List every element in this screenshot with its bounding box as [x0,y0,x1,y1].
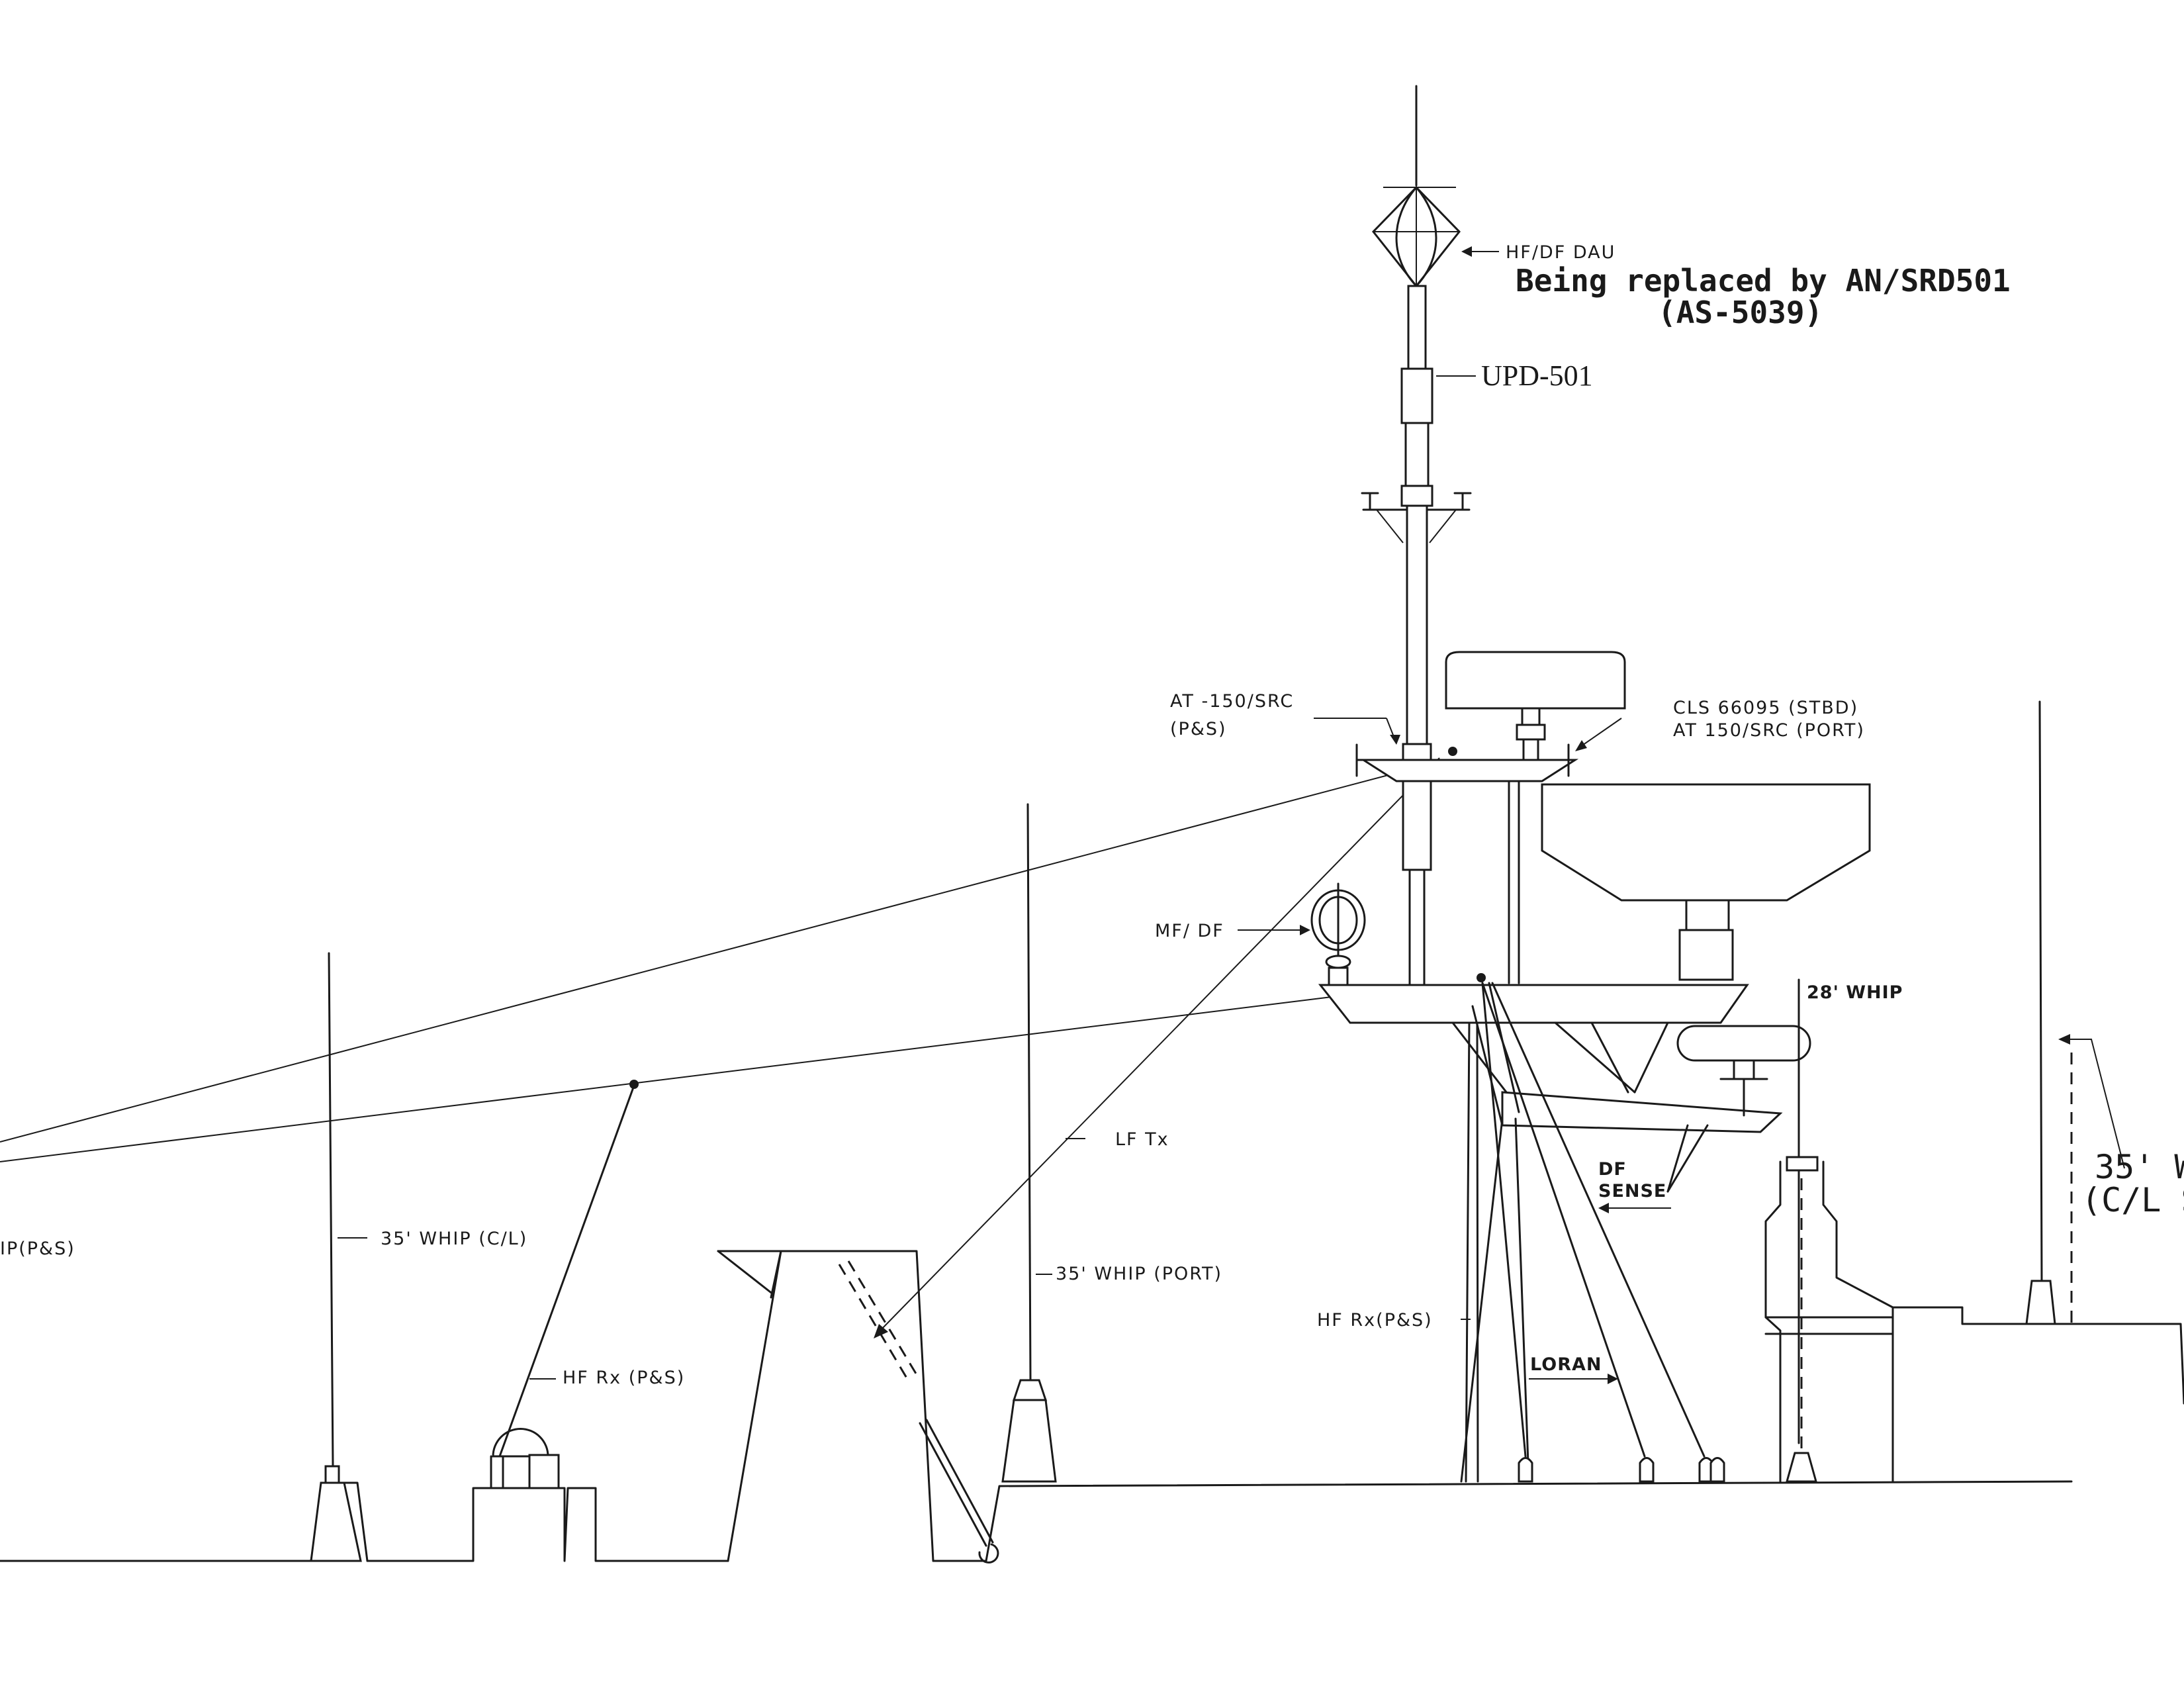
lower-platform [1318,973,1783,1483]
label-mfdf: MF/ DF [1155,921,1224,941]
whip-35-cl-antenna [310,952,362,1562]
label-df-sense-1: DF [1598,1159,1627,1180]
lf-tx-element [838,1260,999,1564]
director-hopper [1541,783,1871,981]
label-whip-35-right-2: (C/L S [2081,1181,2184,1219]
upper-platform [1355,651,1626,984]
label-hfdf-dau: HF/DF DAU [1506,242,1615,263]
label-replaced-line2: (AS-5039) [1658,295,1823,330]
label-whip-ps-left: IP(P&S) [0,1239,75,1259]
hfrx-left-antenna [490,1080,639,1489]
label-cls-line1: CLS 66095 (STBD) [1673,698,1858,718]
main-mast [1361,85,1472,987]
label-cls-line2: AT 150/SRC (PORT) [1673,720,1865,741]
label-whip-35-right-1: 35' W [2095,1148,2184,1186]
label-lf-tx: LF Tx [1115,1129,1169,1150]
label-whip-28: 28' WHIP [1807,982,1903,1003]
callout-arrows [338,246,1671,1384]
right-superstructure [1891,700,2184,1483]
label-df-sense-2: SENSE [1598,1181,1666,1201]
whip-35-port-antenna [1001,803,1057,1483]
lattice-legs [1460,982,1725,1483]
labels: HF/DF DAU Being replaced by AN/SRD501 (A… [0,242,2184,1388]
deck-profile [0,1250,2073,1562]
long-wire-antennas [0,757,1440,1338]
label-loran: LORAN [1530,1354,1602,1375]
mfdf-loop-antenna [1310,882,1366,986]
stack-structure [1764,1156,1894,1483]
label-whip-35-port: 35' WHIP (PORT) [1056,1264,1222,1284]
label-upd-501: UPD-501 [1481,359,1593,392]
label-whip-35-cl: 35' WHIP (C/L) [381,1229,527,1249]
label-at150-line1: AT -150/SRC [1170,691,1294,712]
label-replaced-line1: Being replaced by AN/SRD501 [1516,263,2011,299]
small-radar [1676,1025,1811,1117]
label-hfrx-left: HF Rx (P&S) [563,1368,685,1388]
label-hfrx-right: HF Rx(P&S) [1317,1310,1433,1331]
label-at150-line2: (P&S) [1170,719,1227,739]
